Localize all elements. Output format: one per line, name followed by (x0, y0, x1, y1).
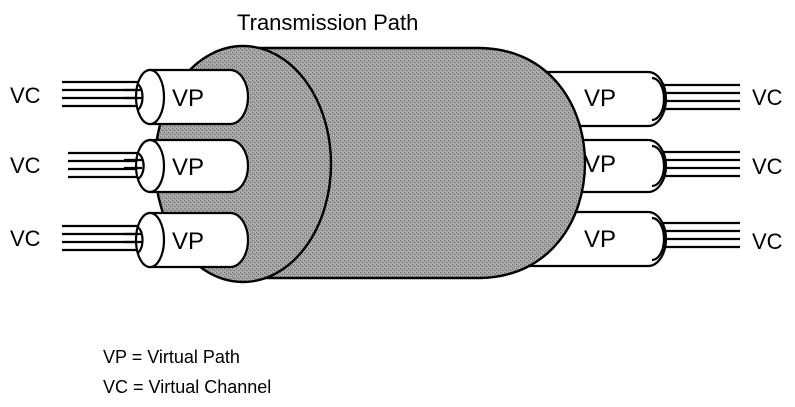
right-vc-label-2: VC (752, 154, 783, 179)
right-vc-wire-group-2 (660, 150, 740, 178)
left-vc-wire-ends (124, 88, 142, 244)
right-vc-wire-group-1 (660, 83, 740, 111)
right-vc-label-1: VC (752, 85, 783, 110)
legend-vc-definition: VC = Virtual Channel (103, 377, 271, 397)
right-vc-label-3: VC (752, 229, 783, 254)
left-vp-label-1: VP (172, 85, 204, 112)
left-vp-pipe-3 (148, 211, 250, 269)
left-vp-pipes (134, 68, 250, 269)
left-vp-pipe-1 (148, 68, 250, 126)
right-vp-label-1: VP (584, 85, 616, 112)
left-vp-label-3: VP (172, 228, 204, 255)
diagram-title: Transmission Path (237, 10, 418, 35)
left-vp-pipe-2 (148, 138, 250, 194)
right-vc-wires (660, 83, 740, 249)
right-vp-label-2: VP (584, 151, 616, 178)
right-vc-wire-group-3 (660, 221, 740, 249)
left-vc-label-3: VC (10, 226, 41, 251)
legend: VP = Virtual Path VC = Virtual Channel (103, 347, 271, 397)
left-vp-label-2: VP (172, 154, 204, 181)
legend-vp-definition: VP = Virtual Path (103, 347, 240, 367)
left-vc-label-1: VC (10, 83, 41, 108)
left-vc-label-2: VC (10, 153, 41, 178)
right-vp-label-3: VP (584, 226, 616, 253)
